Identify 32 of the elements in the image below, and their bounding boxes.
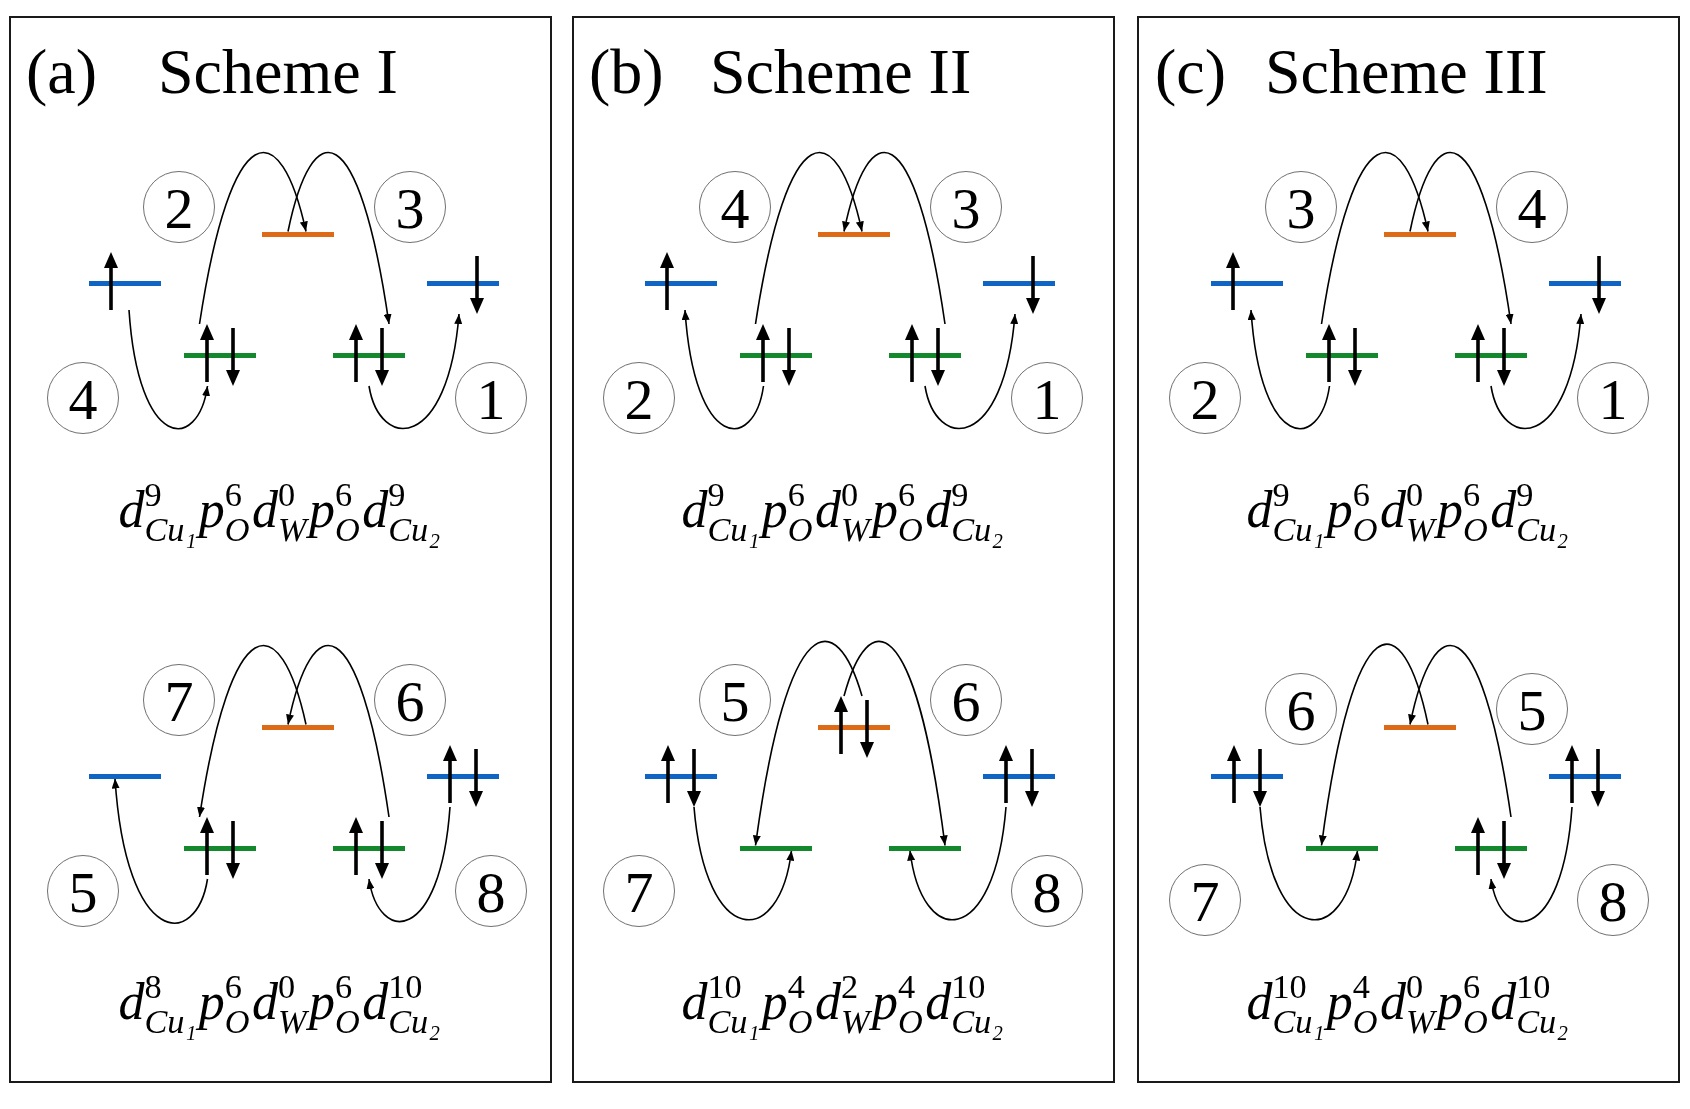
curved-arrow	[754, 151, 864, 325]
curved-arrow	[1320, 151, 1430, 325]
curved-arrow	[1408, 644, 1512, 818]
curved-arrow	[693, 806, 794, 921]
curved-arrow	[1490, 313, 1584, 430]
curved-arrow	[924, 313, 1018, 430]
curved-arrow	[842, 151, 946, 325]
curved-arrow	[1248, 309, 1331, 430]
curved-arrow	[367, 806, 451, 923]
panel-label: (a)	[26, 40, 98, 104]
panel	[572, 16, 1115, 1083]
scheme-title: Scheme II	[710, 40, 972, 104]
curved-arrow	[1319, 643, 1429, 847]
panel-label: (c)	[1155, 40, 1227, 104]
curved-arrow	[128, 309, 210, 430]
scheme-title: Scheme III	[1265, 40, 1548, 104]
panel	[1137, 16, 1680, 1083]
curved-arrow	[1489, 806, 1573, 923]
curved-arrow	[112, 777, 209, 924]
curved-arrow	[1259, 806, 1360, 921]
scheme-title: Scheme I	[158, 40, 398, 104]
curved-arrow	[682, 309, 765, 430]
curved-arrow	[198, 151, 308, 325]
curved-arrow	[287, 151, 392, 325]
curved-arrow	[1409, 151, 1514, 325]
curved-arrow	[753, 641, 863, 847]
curved-arrow	[368, 313, 462, 430]
curved-arrow	[286, 644, 390, 818]
panel	[9, 16, 552, 1083]
curved-arrow	[197, 644, 307, 818]
curved-arrow	[907, 806, 1007, 921]
curved-arrow	[843, 641, 948, 847]
